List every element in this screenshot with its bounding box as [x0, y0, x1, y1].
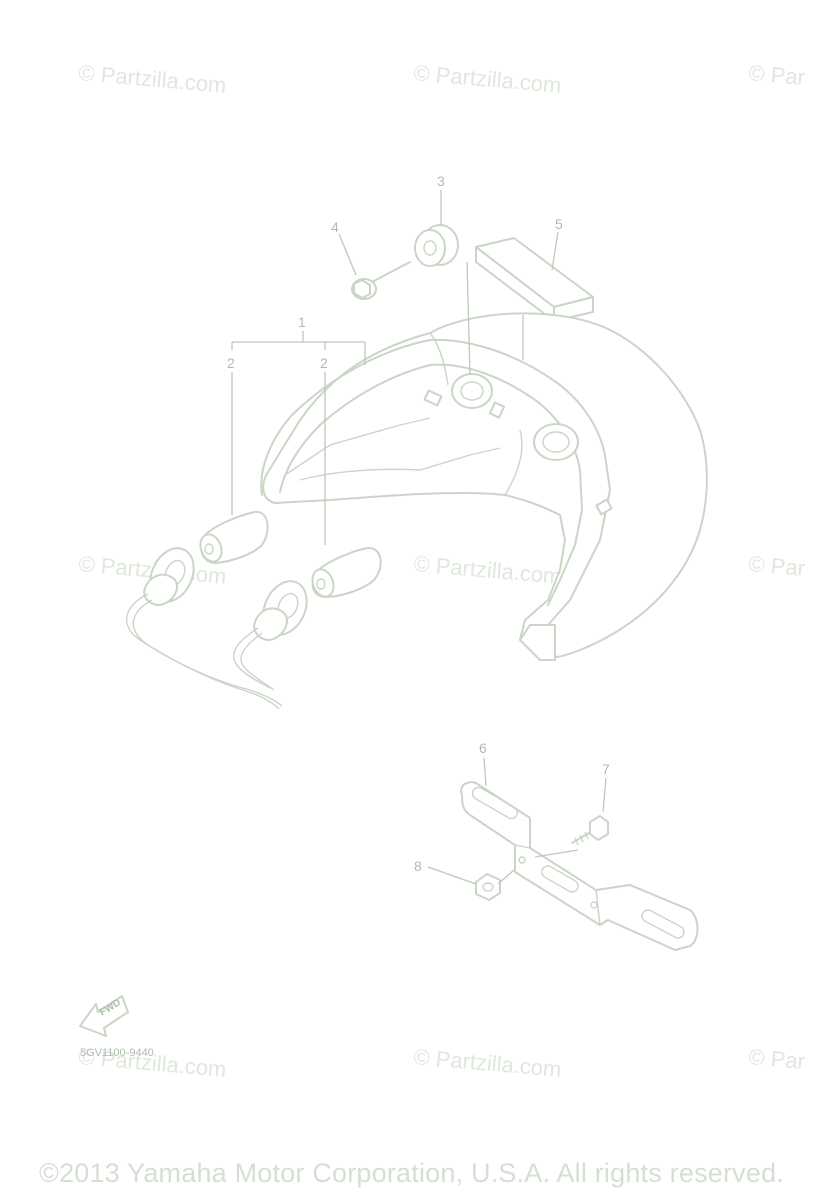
copyright-notice: ©2013 Yamaha Motor Corporation, U.S.A. A…	[38, 1158, 785, 1188]
callout-7: 7	[602, 761, 610, 777]
part-2-bulb-left	[199, 510, 269, 564]
part-3-grommet	[414, 224, 459, 267]
callout-3: 3	[437, 173, 445, 189]
fwd-arrow-icon: FWD	[79, 995, 129, 1037]
part-8-nut	[475, 873, 501, 901]
part-2-bulb-right	[311, 546, 382, 598]
callout-4: 4	[331, 219, 339, 235]
leader-lines	[231, 190, 607, 885]
callout-1: 1	[298, 314, 306, 330]
watermark: © Partzilla.com	[413, 60, 563, 98]
callout-2: 2	[227, 355, 235, 371]
part-7-bolt	[571, 815, 609, 846]
part-5-bar	[475, 237, 594, 322]
watermark: © Par	[748, 1044, 807, 1074]
part-4-screw	[351, 261, 411, 300]
callout-6: 6	[479, 740, 487, 756]
watermark: © Par	[748, 60, 807, 90]
watermark: © Par	[748, 551, 807, 581]
bulb-sockets-wiring	[126, 547, 308, 710]
diagram-code: 5GV1100-9440	[80, 1047, 154, 1059]
watermark: © Partzilla.com	[413, 1044, 563, 1082]
callout-8: 8	[414, 858, 422, 874]
part-1-tail-light-housing	[260, 312, 708, 661]
watermark: © Partzilla.com	[78, 60, 228, 98]
watermark: © Partzilla.com	[413, 551, 563, 589]
part-6-bracket	[460, 781, 699, 951]
callouts: 1 2 2 3 4 5 6 7 8	[227, 173, 610, 874]
callout-5: 5	[555, 216, 563, 232]
callout-2: 2	[320, 355, 328, 371]
